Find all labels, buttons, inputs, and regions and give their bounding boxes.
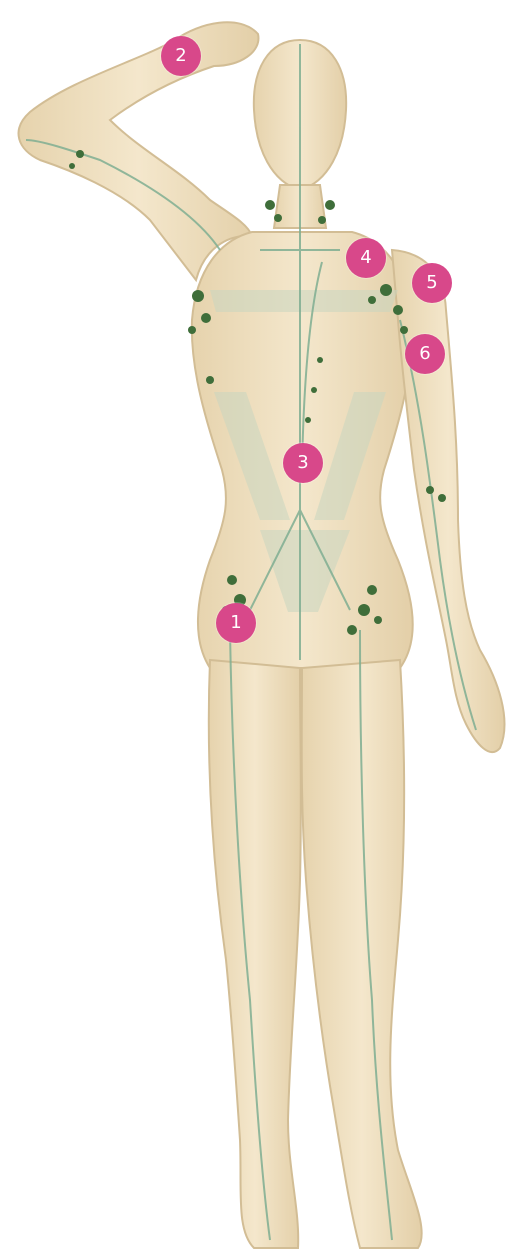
marker-3-label: 3 xyxy=(297,454,308,472)
raised-arm xyxy=(19,22,259,280)
marker-1-label: 1 xyxy=(230,614,241,632)
marker-4: 4 xyxy=(346,238,386,278)
lowered-arm xyxy=(392,250,504,752)
marker-5: 5 xyxy=(412,263,452,303)
body-silhouette xyxy=(19,22,505,1248)
marker-5-label: 5 xyxy=(426,274,437,292)
marker-2-label: 2 xyxy=(175,47,186,65)
leg-left xyxy=(209,660,301,1248)
marker-4-label: 4 xyxy=(360,249,371,267)
marker-6: 6 xyxy=(405,334,445,374)
marker-6-label: 6 xyxy=(419,345,430,363)
marker-3: 3 xyxy=(283,443,323,483)
marker-2: 2 xyxy=(161,36,201,76)
marker-1: 1 xyxy=(216,603,256,643)
